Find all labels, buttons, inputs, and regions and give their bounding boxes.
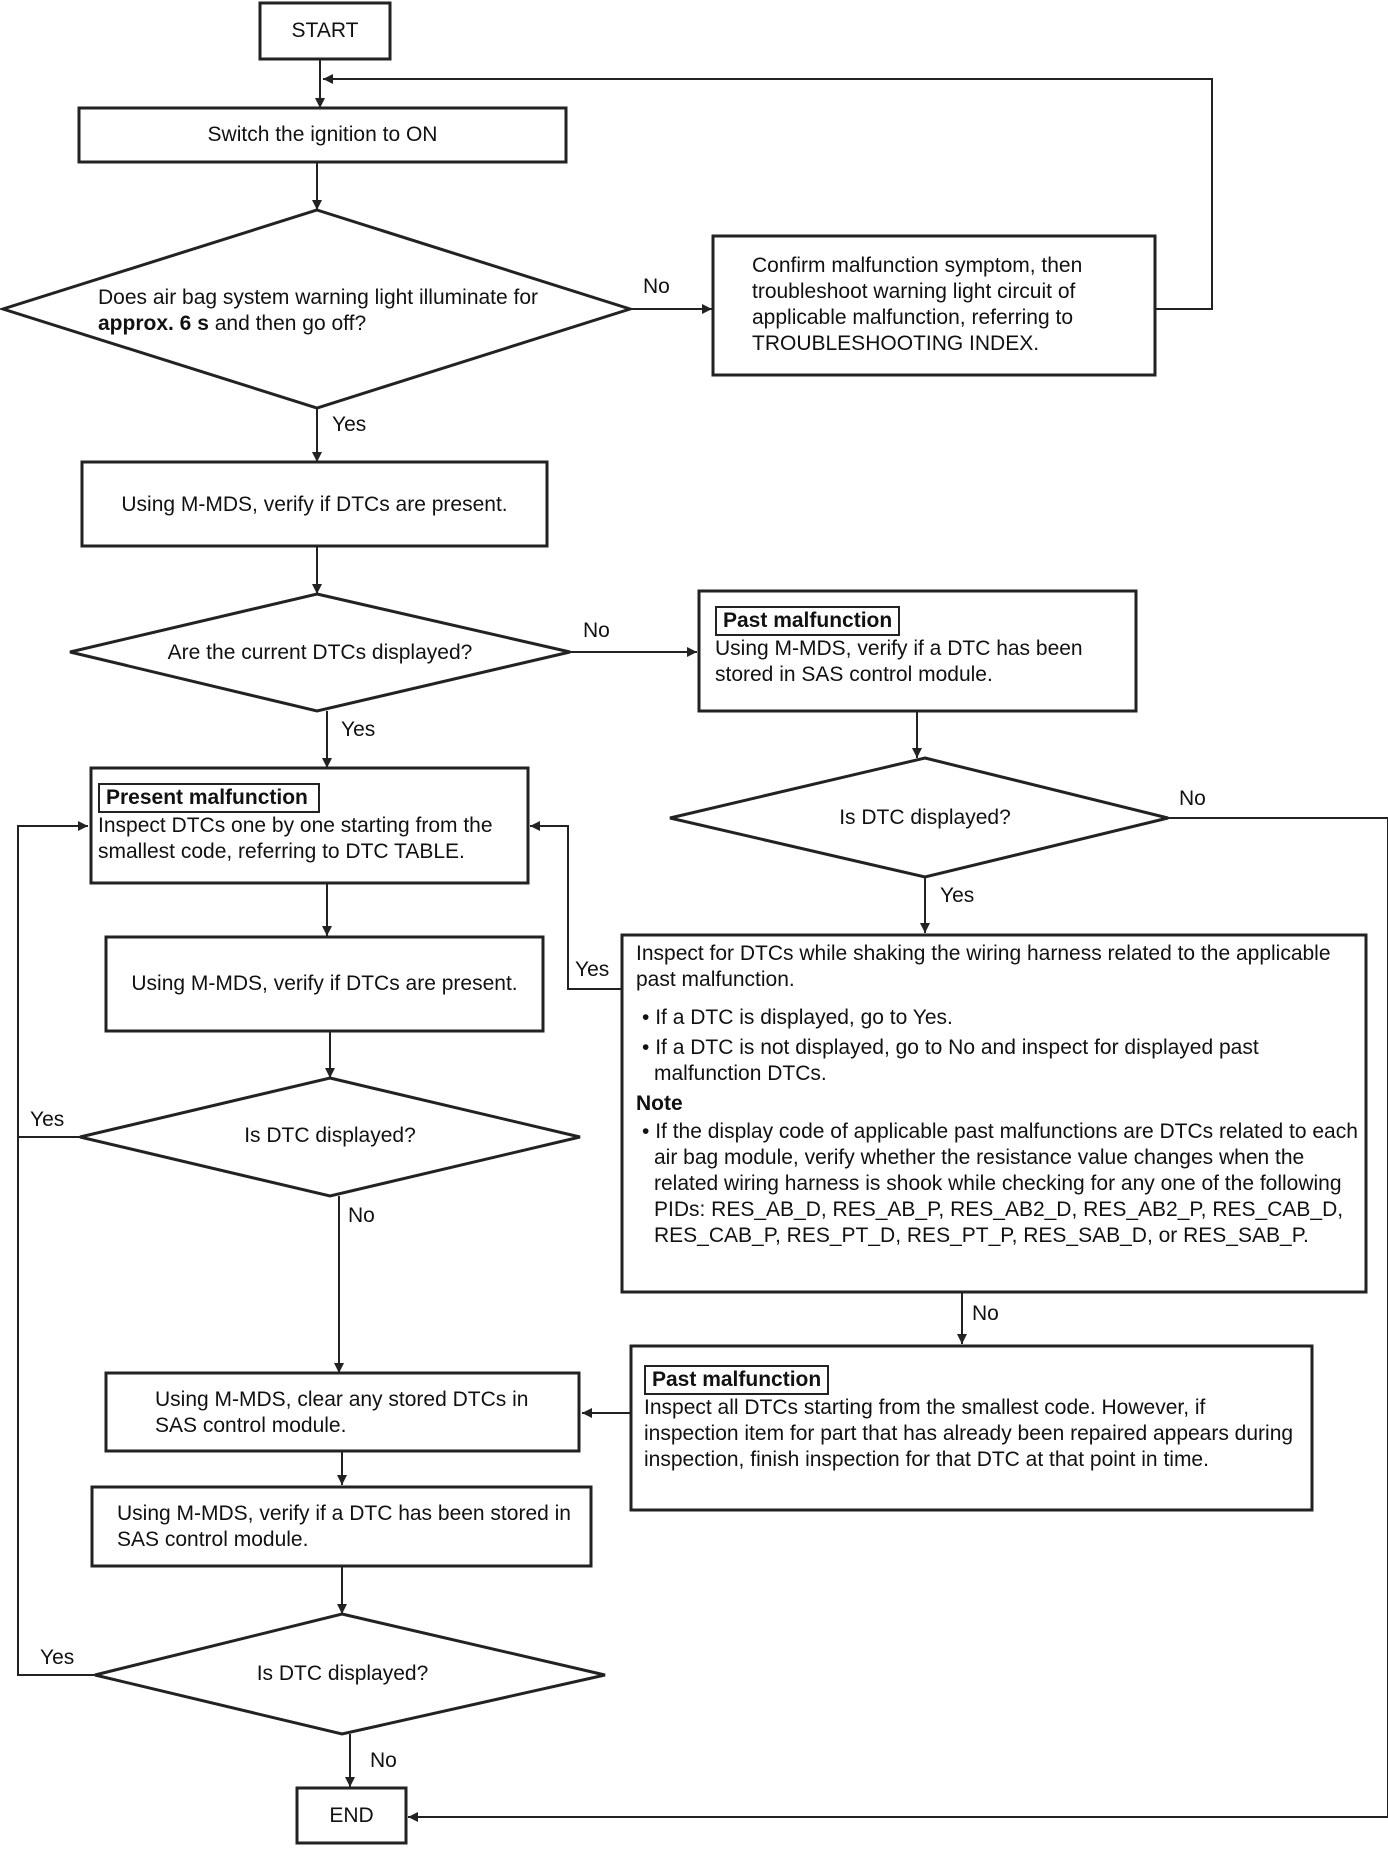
dtc-decision-left <box>79 1076 581 1198</box>
confirm-box <box>711 234 1157 377</box>
present-box <box>89 766 530 885</box>
confirm-text: Confirm malfunction symptom, then troubl… <box>752 254 1083 355</box>
edge-shake-yes <box>530 821 622 990</box>
shake-intro: Inspect for DTCs while shaking the wirin… <box>636 942 1331 991</box>
dtc-question-right: Is DTC displayed? <box>839 806 1011 829</box>
present-text: Present malfunction Inspect DTCs one by … <box>98 783 526 865</box>
past-stored-text: Past malfunction Using M-MDS, verify if … <box>715 606 1120 688</box>
shake-bullet-1: • If a DTC is displayed, go to Yes. <box>642 1006 953 1029</box>
dtc-question-left: Is DTC displayed? <box>244 1124 416 1147</box>
label-dtc-left-no: No <box>348 1204 375 1227</box>
note-text: • If the display code of applicable past… <box>642 1120 1358 1247</box>
label-warning-no: No <box>643 275 670 298</box>
edge-confirm-loop <box>323 74 1213 310</box>
past-inspect-box <box>629 1344 1314 1512</box>
dtc-decision-bottom <box>94 1612 606 1736</box>
label-dtc-bottom-yes: Yes <box>40 1646 75 1669</box>
verify-present-2-text: Using M-MDS, verify if DTCs are present. <box>131 972 518 995</box>
edge-dtc-q-right-no <box>408 817 1388 1822</box>
shake-bullet-2: • If a DTC is not displayed, go to No an… <box>642 1036 1259 1085</box>
label-shake-yes: Yes <box>575 958 610 981</box>
edge-dtc-q-left-yes <box>17 821 88 1138</box>
past-inspect-text: Past malfunction Inspect all DTCs starti… <box>644 1365 1304 1473</box>
note-title: Note <box>636 1092 683 1115</box>
dtc-question-bottom: Is DTC displayed? <box>256 1662 429 1685</box>
start-terminal <box>258 1 392 61</box>
edge-dtc-q-bottom-yes <box>17 1137 95 1676</box>
label-current-yes: Yes <box>341 718 376 741</box>
label-shake-no: No <box>972 1302 999 1325</box>
verify-present-1-text: Using M-MDS, verify if DTCs are present. <box>121 493 508 516</box>
past-stored-box <box>697 589 1138 713</box>
current-decision <box>69 592 571 713</box>
past-malfunction-header-2: Past malfunction <box>644 1365 830 1395</box>
label-dtc-right-no: No <box>1179 787 1206 810</box>
warning-question-bold: approx. 6 s <box>98 312 209 335</box>
connectors <box>17 59 1388 1822</box>
end-label: END <box>329 1804 374 1827</box>
warning-decision <box>0 208 635 410</box>
label-dtc-bottom-no: No <box>370 1749 397 1772</box>
past-stored-body: Using M-MDS, verify if a DTC has been st… <box>715 637 1083 686</box>
ignition-label: Switch the ignition to ON <box>207 123 438 146</box>
warning-question: Does air bag system warning light illumi… <box>98 285 558 337</box>
clear-box <box>104 1371 581 1453</box>
label-current-no: No <box>583 619 610 642</box>
past-inspect-body: Inspect all DTCs starting from the small… <box>644 1396 1294 1471</box>
label-dtc-right-yes: Yes <box>940 884 975 907</box>
present-malfunction-header: Present malfunction <box>98 783 320 813</box>
label-dtc-left-yes: Yes <box>30 1108 65 1131</box>
warning-question-pre: Does air bag system warning light illumi… <box>98 286 539 309</box>
shake-text: Inspect for DTCs while shaking the wirin… <box>636 941 1360 1249</box>
ignition-box <box>77 106 568 164</box>
verify-present-2-box <box>104 935 545 1033</box>
clear-text: Using M-MDS, clear any stored DTCs in SA… <box>155 1388 529 1437</box>
dtc-decision-right <box>669 756 1169 879</box>
label-warning-yes: Yes <box>332 413 367 436</box>
verify-present-1-box <box>80 460 549 548</box>
end-terminal <box>295 1786 408 1845</box>
warning-question-post: and then go off? <box>208 312 367 335</box>
present-body: Inspect DTCs one by one starting from th… <box>98 814 493 863</box>
past-malfunction-header: Past malfunction <box>715 606 901 636</box>
verify-stored-box <box>90 1485 593 1568</box>
verify-stored-text: Using M-MDS, verify if a DTC has been st… <box>117 1502 571 1551</box>
current-question: Are the current DTCs displayed? <box>167 641 473 664</box>
shake-box <box>620 933 1368 1294</box>
start-label: START <box>291 19 359 42</box>
